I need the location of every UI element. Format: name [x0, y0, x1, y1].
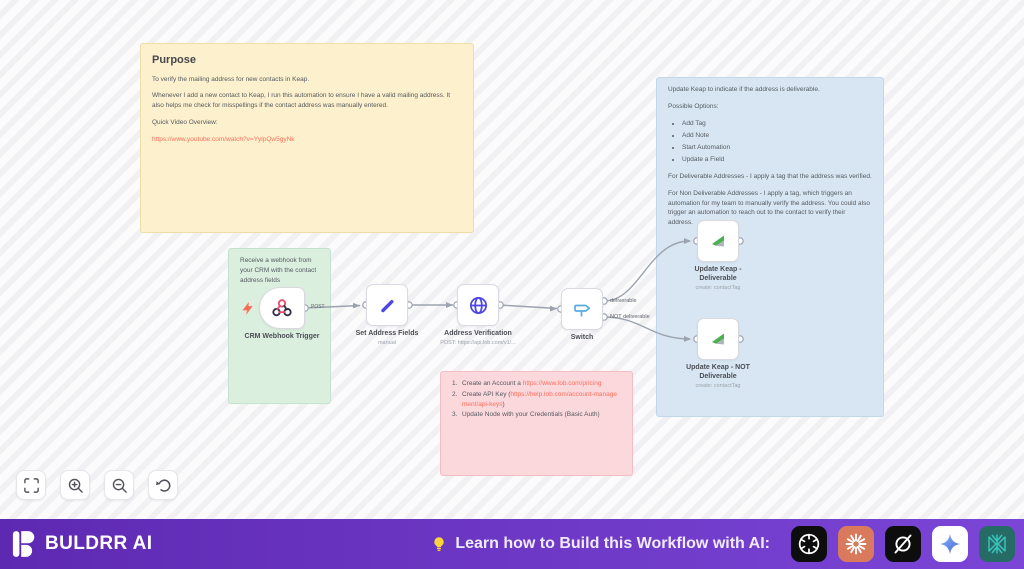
node-switch[interactable]: Switch [561, 288, 603, 341]
note-paragraph: Receive a webhook from your CRM with the… [240, 257, 317, 284]
node-label: Update Keap - NOT Deliverable [686, 364, 750, 381]
gemini-icon [940, 534, 960, 554]
list-item: Start Automation [682, 143, 872, 153]
pencil-icon [381, 300, 394, 313]
claude-icon [845, 533, 867, 555]
lob-api-key-link[interactable]: https://help.lob.com/account-management/… [462, 390, 618, 408]
port-label-not-deliverable: NOT deliverable [610, 314, 650, 320]
node-label: Set Address Fields [355, 330, 419, 337]
cta-group: Learn how to Build this Workflow with AI… [431, 526, 1015, 562]
youtube-link[interactable]: https://www.youtube.com/watch?v=YylpQw5g… [152, 135, 295, 143]
sticky-note-webhook[interactable]: Receive a webhook from your CRM with the… [228, 248, 331, 404]
arrowhead [353, 302, 360, 309]
node-subtitle: POST: https://api.lob.com/v1/... [440, 340, 516, 347]
node-label: Update Keap - Deliverable [694, 266, 742, 283]
cta-text: Learn how to Build this Workflow with AI… [455, 535, 770, 552]
footer-bar: BULDRR AI Learn how to Build this Workfl… [0, 519, 1024, 569]
options-list: Add Tag Add Note Start Automation Update… [668, 119, 872, 166]
arrowhead [446, 302, 453, 308]
undo-button[interactable] [148, 470, 178, 500]
zoom-in-icon [68, 478, 83, 493]
undo-icon [155, 478, 170, 492]
zoom-out-button[interactable] [104, 470, 134, 500]
signpost-icon [574, 304, 591, 317]
openai-logo-tile[interactable] [791, 526, 827, 562]
list-item: 2. Create API Key (https://help.lob.com/… [452, 390, 618, 408]
list-item: Add Note [682, 131, 872, 141]
note-paragraph: For Deliverable Addresses - I apply a ta… [668, 173, 872, 180]
zoom-out-icon [112, 478, 127, 493]
keap-icon [712, 235, 724, 247]
lightbulb-icon [434, 537, 444, 552]
node-subtitle: create: contactTag [695, 285, 741, 292]
port-label-post: POST [311, 304, 325, 310]
openai-icon [798, 533, 820, 555]
node-subtitle: create: contactTag [695, 383, 741, 390]
sticky-note-lob-setup[interactable]: 1. Create an Account a https://www.lob.c… [440, 371, 633, 476]
brand: BULDRR AI [12, 530, 152, 558]
devin-icon [988, 534, 1006, 554]
port-label-deliverable: deliverable [610, 298, 637, 304]
node-label: CRM Webhook Trigger [244, 333, 320, 340]
keap-icon [712, 333, 724, 345]
note-paragraph: Possible Options: [668, 102, 719, 110]
sticky-note-keap-options[interactable]: Update Keap to indicate if the address i… [656, 77, 884, 417]
claude-logo-tile[interactable] [838, 526, 874, 562]
note-paragraph: Whenever I add a new contact to Keap, I … [152, 92, 451, 109]
note-paragraph: Quick Video Overview: [152, 118, 218, 126]
globe-icon [469, 296, 487, 314]
node-subtitle: manual [377, 340, 397, 347]
note-paragraph: Update Keap to indicate if the address i… [668, 86, 820, 93]
devin-logo-tile[interactable] [979, 526, 1015, 562]
node-address-verification[interactable]: Address Verification POST: https://api.l… [440, 284, 516, 346]
list-item: 3. Update Node with your Credentials (Ba… [452, 411, 600, 419]
fit-view-button[interactable] [16, 470, 46, 500]
list-item: Update a Field [682, 155, 872, 165]
lob-pricing-link[interactable]: https://www.lob.com/pricing [522, 380, 602, 387]
node-label: Switch [570, 334, 594, 341]
note-title: Purpose [152, 54, 197, 66]
connection-verify-switch [499, 304, 558, 310]
list-item: 1. Create an Account a https://www.lob.c… [452, 380, 602, 387]
grok-icon [894, 534, 912, 554]
node-update-keap-deliverable[interactable]: Update Keap - Deliverable create: contac… [694, 220, 742, 291]
webhook-icon [272, 299, 292, 317]
node-label: Address Verification [444, 330, 512, 337]
note-paragraph: For Non Deliverable Addresses - I apply … [668, 189, 870, 226]
brand-name: BULDRR AI [45, 533, 153, 554]
buldrr-logo-icon [12, 531, 35, 557]
fit-view-icon [23, 477, 39, 493]
sticky-note-purpose[interactable]: Purpose To verify the mailing address fo… [140, 43, 474, 233]
list-item: Add Tag [682, 119, 872, 129]
grok-logo-tile[interactable] [885, 526, 921, 562]
gemini-logo-tile[interactable] [932, 526, 968, 562]
workflow-canvas[interactable]: Purpose To verify the mailing address fo… [0, 0, 1024, 519]
canvas-controls [16, 470, 178, 500]
node-update-keap-not-deliverable[interactable]: Update Keap - NOT Deliverable create: co… [686, 318, 750, 389]
node-set-address-fields[interactable]: Set Address Fields manual [356, 284, 418, 346]
trigger-bolt-icon [242, 302, 253, 320]
arrowhead [550, 305, 557, 312]
node-crm-webhook-trigger[interactable]: CRM Webhook Trigger [242, 287, 319, 340]
note-paragraph: To verify the mailing address for new co… [152, 75, 310, 83]
zoom-in-button[interactable] [60, 470, 90, 500]
